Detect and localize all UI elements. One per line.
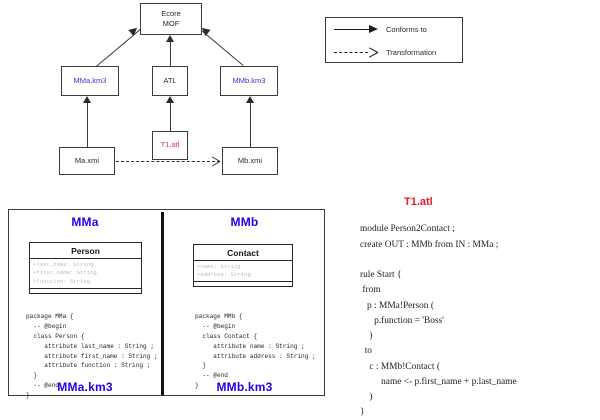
uml-attributes-contact: +name: String +address: String — [194, 261, 292, 283]
legend-box: Conforms to Transformation — [325, 17, 463, 63]
node-maxmi-label: Ma.xmi — [74, 155, 100, 165]
node-mmb-label: MMb.km3 — [232, 75, 266, 85]
legend-row-transformation: Transformation — [326, 41, 462, 64]
mmb-km3-footer: MMb.km3 — [216, 380, 273, 394]
mma-km3-footer: MMa.km3 — [57, 380, 113, 394]
connector-maxmi-to-mma — [87, 103, 88, 148]
metamodels-panel: MMa Person +last_name: String +first_nam… — [8, 209, 325, 399]
metamodel-column-mma: MMa Person +last_name: String +first_nam… — [9, 210, 161, 399]
mmb-title: MMb — [230, 215, 259, 229]
mma-title: MMa — [71, 215, 99, 229]
node-ecore-line1: Ecore — [161, 8, 181, 18]
megamodel-diagram: Ecore MOF MMa.km3 ATL MMb.km3 T1.atl Ma.… — [0, 0, 300, 190]
uml-class-contact[interactable]: Contact +name: String +address: String — [193, 244, 293, 288]
uml-attribute: +function: String — [33, 278, 91, 286]
connector-atl-to-ecore — [170, 42, 171, 67]
panel-divider — [161, 212, 165, 395]
dashed-open-arrow-icon — [326, 43, 386, 63]
node-ecore-mof[interactable]: Ecore MOF — [140, 3, 202, 35]
node-ecore-line2: MOF — [162, 19, 180, 28]
node-mma-km3[interactable]: MMa.km3 — [61, 66, 119, 96]
uml-attribute: +last_name: String — [33, 260, 94, 268]
arrowhead-maxmi-to-mma — [82, 96, 91, 103]
connector-mbxmi-to-mmb — [250, 103, 251, 148]
uml-attributes-person: +last_name: String +first_name: String +… — [30, 259, 141, 289]
connector-t1-to-atl — [170, 103, 171, 132]
uml-class-name-person: Person — [30, 243, 141, 259]
atl-title: T1.atl — [404, 196, 433, 208]
uml-class-name-contact: Contact — [194, 245, 292, 261]
node-atl-label: ATL — [163, 75, 177, 85]
legend-row-conforms-to: Conforms to — [326, 18, 462, 41]
node-atl[interactable]: ATL — [152, 66, 188, 96]
uml-attribute: +address: String — [197, 271, 251, 279]
node-ma-xmi[interactable]: Ma.xmi — [59, 147, 115, 175]
uml-operations-contact — [194, 282, 292, 286]
metamodel-column-mmb: MMb Contact +name: String +address: Stri… — [165, 210, 324, 395]
solid-arrow-icon — [326, 20, 386, 40]
node-mbxmi-label: Mb.xmi — [237, 155, 263, 165]
uml-attribute: +name: String — [197, 262, 241, 270]
legend-label-conforms-to: Conforms to — [386, 25, 427, 34]
uml-attribute: +first_name: String — [33, 269, 97, 277]
atl-source-code: module Person2Contact ; create OUT : MMb… — [360, 224, 517, 418]
km3-code-mmb: package MMb { -- @begin class Contact { … — [195, 313, 316, 390]
node-mb-xmi[interactable]: Mb.xmi — [222, 147, 278, 175]
node-mmb-km3[interactable]: MMb.km3 — [220, 66, 278, 96]
node-t1-label: T1.atl — [160, 140, 180, 150]
connector-transformation — [116, 161, 220, 162]
arrowhead-mbxmi-to-mmb — [245, 96, 254, 103]
km3-code-mma: package MMa { -- @begin class Person { a… — [26, 313, 158, 399]
uml-class-person[interactable]: Person +last_name: String +first_name: S… — [29, 242, 142, 294]
node-mma-label: MMa.km3 — [73, 75, 107, 85]
arrowhead-atl-to-ecore — [165, 35, 174, 42]
node-t1-atl[interactable]: T1.atl — [152, 131, 188, 160]
arrowhead-t1-to-atl — [165, 96, 174, 103]
arrowhead-mma-to-ecore — [128, 24, 140, 37]
legend-label-transformation: Transformation — [386, 48, 437, 57]
uml-operations-person — [30, 289, 141, 293]
